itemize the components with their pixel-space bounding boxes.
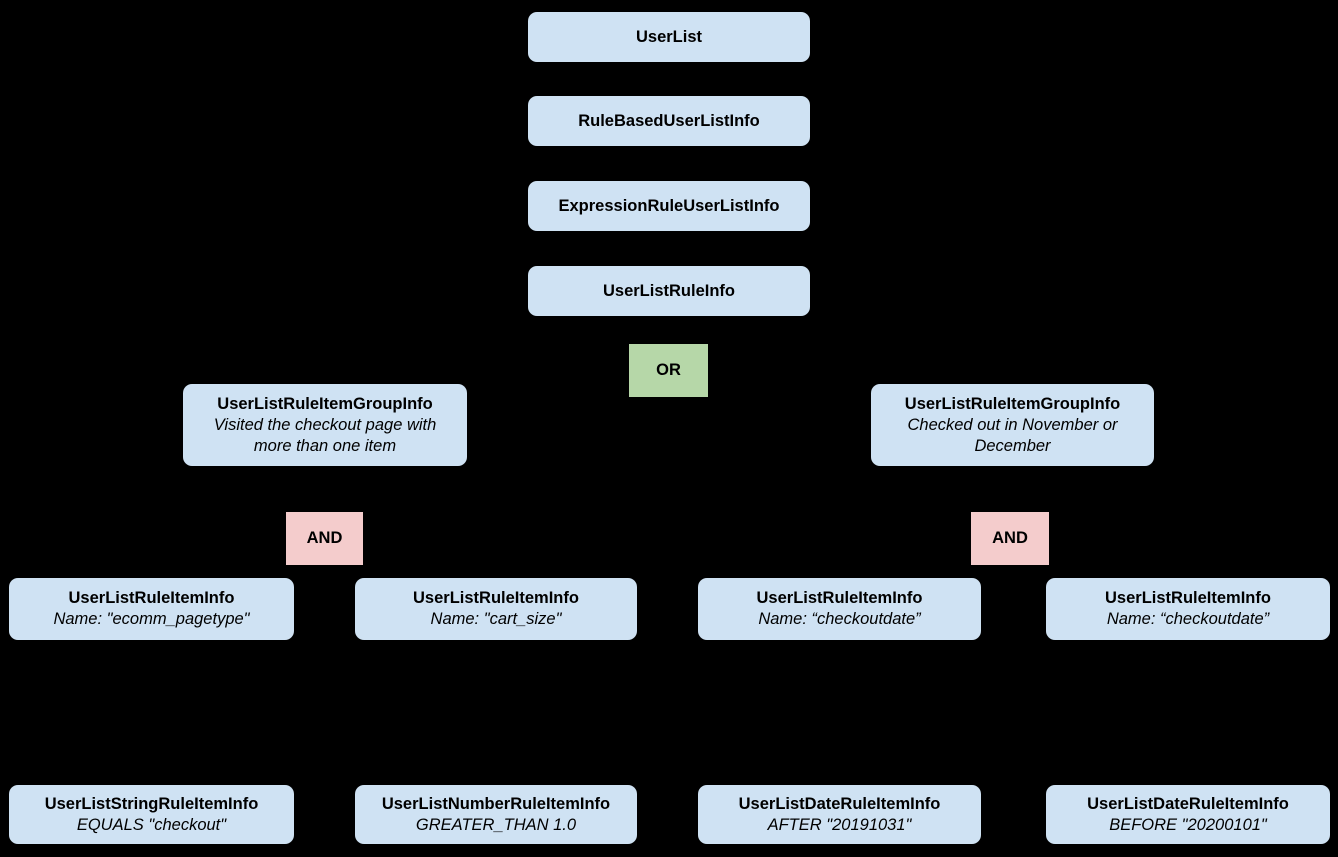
rule-item-title: UserListRuleItemInfo: [756, 589, 923, 607]
node-label: RuleBasedUserListInfo: [578, 111, 760, 130]
leaf-date-rule-item-after: UserListDateRuleItemInfo AFTER "20191031…: [698, 785, 981, 844]
leaf-string-rule-item: UserListStringRuleItemInfo EQUALS "check…: [9, 785, 294, 844]
leaf-detail: GREATER_THAN 1.0: [415, 815, 577, 834]
group-right-checked-out: UserListRuleItemGroupInfo Checked out in…: [871, 384, 1154, 466]
leaf-title: UserListDateRuleItemInfo: [738, 794, 941, 813]
rule-item-detail: Name: "cart_size": [430, 610, 562, 628]
node-label: ExpressionRuleUserListInfo: [558, 196, 780, 215]
node-label: UserListRuleInfo: [602, 281, 736, 300]
node-label: UserList: [635, 27, 703, 46]
and-operator-right: AND: [971, 512, 1049, 565]
node-userlist: UserList: [528, 12, 810, 62]
node-userlistruleinfo: UserListRuleInfo: [528, 266, 810, 316]
leaf-number-rule-item: UserListNumberRuleItemInfo GREATER_THAN …: [355, 785, 637, 844]
group-title: UserListRuleItemGroupInfo: [904, 394, 1121, 413]
rule-item-title: UserListRuleItemInfo: [68, 589, 235, 607]
leaf-title: UserListStringRuleItemInfo: [44, 794, 259, 813]
rule-item-checkoutdate-1: UserListRuleItemInfo Name: “checkoutdate…: [698, 578, 981, 640]
leaf-title: UserListNumberRuleItemInfo: [381, 794, 611, 813]
rule-item-cart-size: UserListRuleItemInfo Name: "cart_size": [355, 578, 637, 640]
rule-item-detail: Name: “checkoutdate”: [758, 610, 921, 628]
leaf-date-rule-item-before: UserListDateRuleItemInfo BEFORE "2020010…: [1046, 785, 1330, 844]
leaf-title: UserListDateRuleItemInfo: [1087, 794, 1289, 813]
leaf-detail: AFTER "20191031": [767, 815, 912, 834]
leaf-detail: EQUALS "checkout": [76, 815, 227, 834]
group-description: Visited the checkout page with more than…: [213, 415, 437, 455]
node-rulebaseduserlistinfo: RuleBasedUserListInfo: [528, 96, 810, 146]
rule-item-detail: Name: “checkoutdate”: [1106, 610, 1270, 628]
and-operator-left: AND: [286, 512, 363, 565]
rule-item-title: UserListRuleItemInfo: [1105, 589, 1271, 607]
leaf-detail: BEFORE "20200101": [1109, 815, 1267, 834]
rule-item-checkoutdate-2: UserListRuleItemInfo Name: “checkoutdate…: [1046, 578, 1330, 640]
or-operator: OR: [629, 344, 708, 397]
rule-item-detail: Name: "ecomm_pagetype": [53, 610, 250, 628]
group-title: UserListRuleItemGroupInfo: [217, 394, 433, 413]
group-description: Checked out in November or December: [907, 415, 1118, 455]
rule-item-ecomm-pagetype: UserListRuleItemInfo Name: "ecomm_pagety…: [9, 578, 294, 640]
group-left-checkout-page: UserListRuleItemGroupInfo Visited the ch…: [183, 384, 467, 466]
node-expressionruleuserlistinfo: ExpressionRuleUserListInfo: [528, 181, 810, 231]
rule-item-title: UserListRuleItemInfo: [413, 589, 579, 607]
